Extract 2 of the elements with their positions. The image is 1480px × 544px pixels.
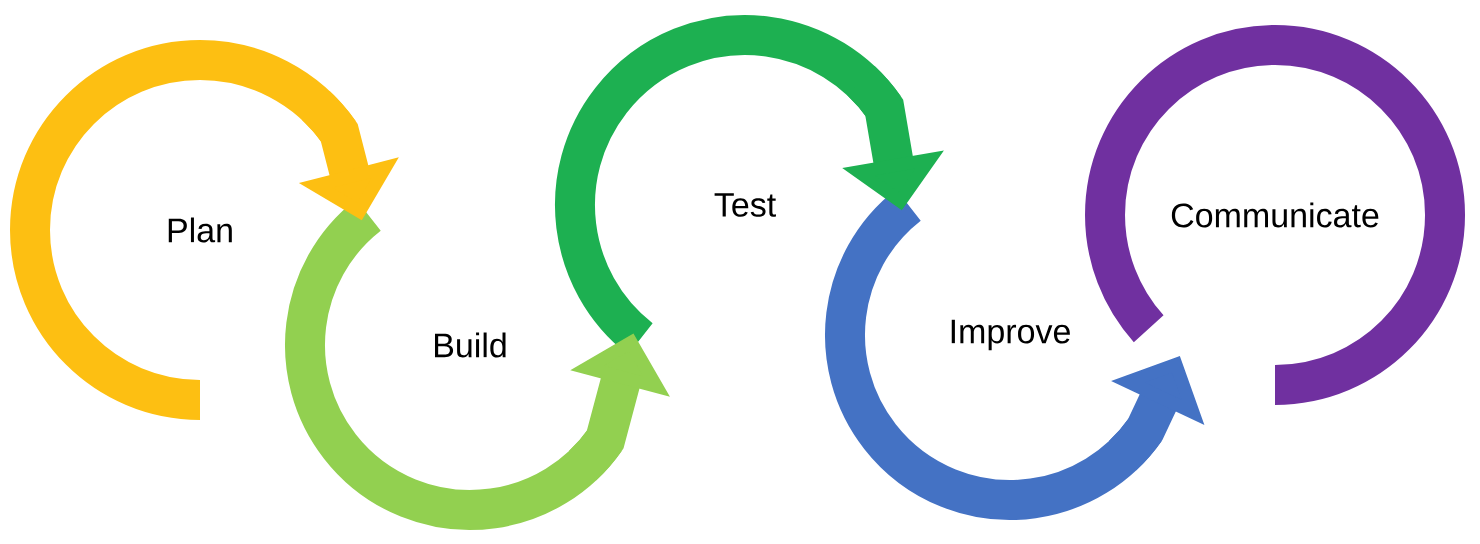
ring-segment: Communicate xyxy=(1085,25,1465,405)
ring-segment: Plan xyxy=(10,40,356,420)
